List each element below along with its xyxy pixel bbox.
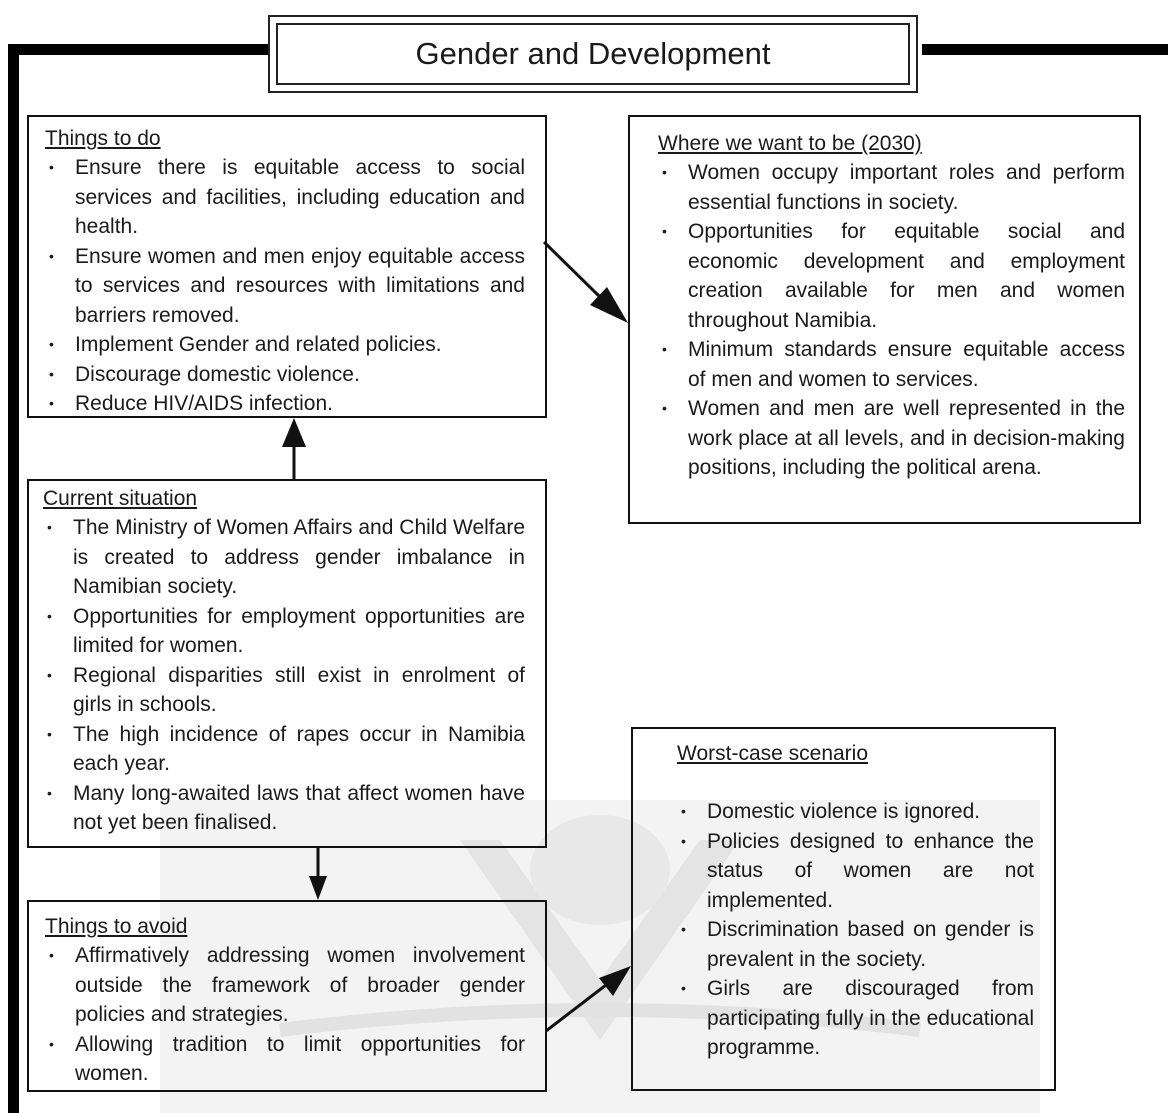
things-to-do-heading: Things to do xyxy=(45,127,161,150)
current-situation-box: Current situation The Ministry of Women … xyxy=(27,479,547,848)
list-item: Opportunities for equitable social and e… xyxy=(658,217,1125,335)
things-to-avoid-heading: Things to avoid xyxy=(45,915,188,938)
list-item: Allowing tradition to limit opportunitie… xyxy=(45,1030,525,1089)
list-item: Reduce HIV/AIDS infection. xyxy=(45,389,525,419)
list-item: Discrimination based on gender is preval… xyxy=(677,915,1034,974)
list-item: Minimum standards ensure equitable acces… xyxy=(658,335,1125,394)
list-item: Girls are discouraged from participating… xyxy=(677,974,1034,1063)
list-item: Discourage domestic violence. xyxy=(45,360,525,390)
arrow-todo-to-where xyxy=(542,240,628,323)
worst-case-scenario-box: Worst-case scenario Domestic violence is… xyxy=(631,727,1056,1091)
things-to-do-box: Things to do Ensure there is equitable a… xyxy=(27,115,547,418)
list-item: Women and men are well represented in th… xyxy=(658,394,1125,483)
current-situation-heading: Current situation xyxy=(43,487,198,510)
worst-case-scenario-heading: Worst-case scenario xyxy=(677,742,869,765)
list-item: Domestic violence is ignored. xyxy=(677,797,1034,827)
list-item: Ensure women and men enjoy equitable acc… xyxy=(45,242,525,331)
list-item: Policies designed to enhance the status … xyxy=(677,827,1034,916)
where-we-want-to-be-box: Where we want to be (2030) Women occupy … xyxy=(628,115,1141,524)
arrow-current-to-todo xyxy=(282,418,306,479)
frame-top-left-bar xyxy=(8,44,270,55)
list-item: Many long-awaited laws that affect women… xyxy=(43,779,525,838)
list-item: Women occupy important roles and perform… xyxy=(658,158,1125,217)
page-title: Gender and Development xyxy=(276,23,910,85)
list-item: Implement Gender and related policies. xyxy=(45,330,525,360)
arrow-avoid-to-worst xyxy=(545,966,631,1033)
frame-top-right-bar xyxy=(922,44,1168,55)
list-item: Ensure there is equitable access to soci… xyxy=(45,153,525,242)
things-to-avoid-box: Things to avoid Affirmatively addressing… xyxy=(27,900,547,1092)
list-item: Opportunities for employment opportuniti… xyxy=(43,602,525,661)
arrow-current-to-avoid xyxy=(309,848,327,900)
list-item: Affirmatively addressing women involveme… xyxy=(45,941,525,1030)
list-item: Regional disparities still exist in enro… xyxy=(43,661,525,720)
frame-left-bar xyxy=(8,44,19,1113)
title-box: Gender and Development xyxy=(268,15,918,93)
list-item: The high incidence of rapes occur in Nam… xyxy=(43,720,525,779)
list-item: The Ministry of Women Affairs and Child … xyxy=(43,513,525,602)
where-we-want-to-be-heading: Where we want to be (2030) xyxy=(658,132,922,155)
